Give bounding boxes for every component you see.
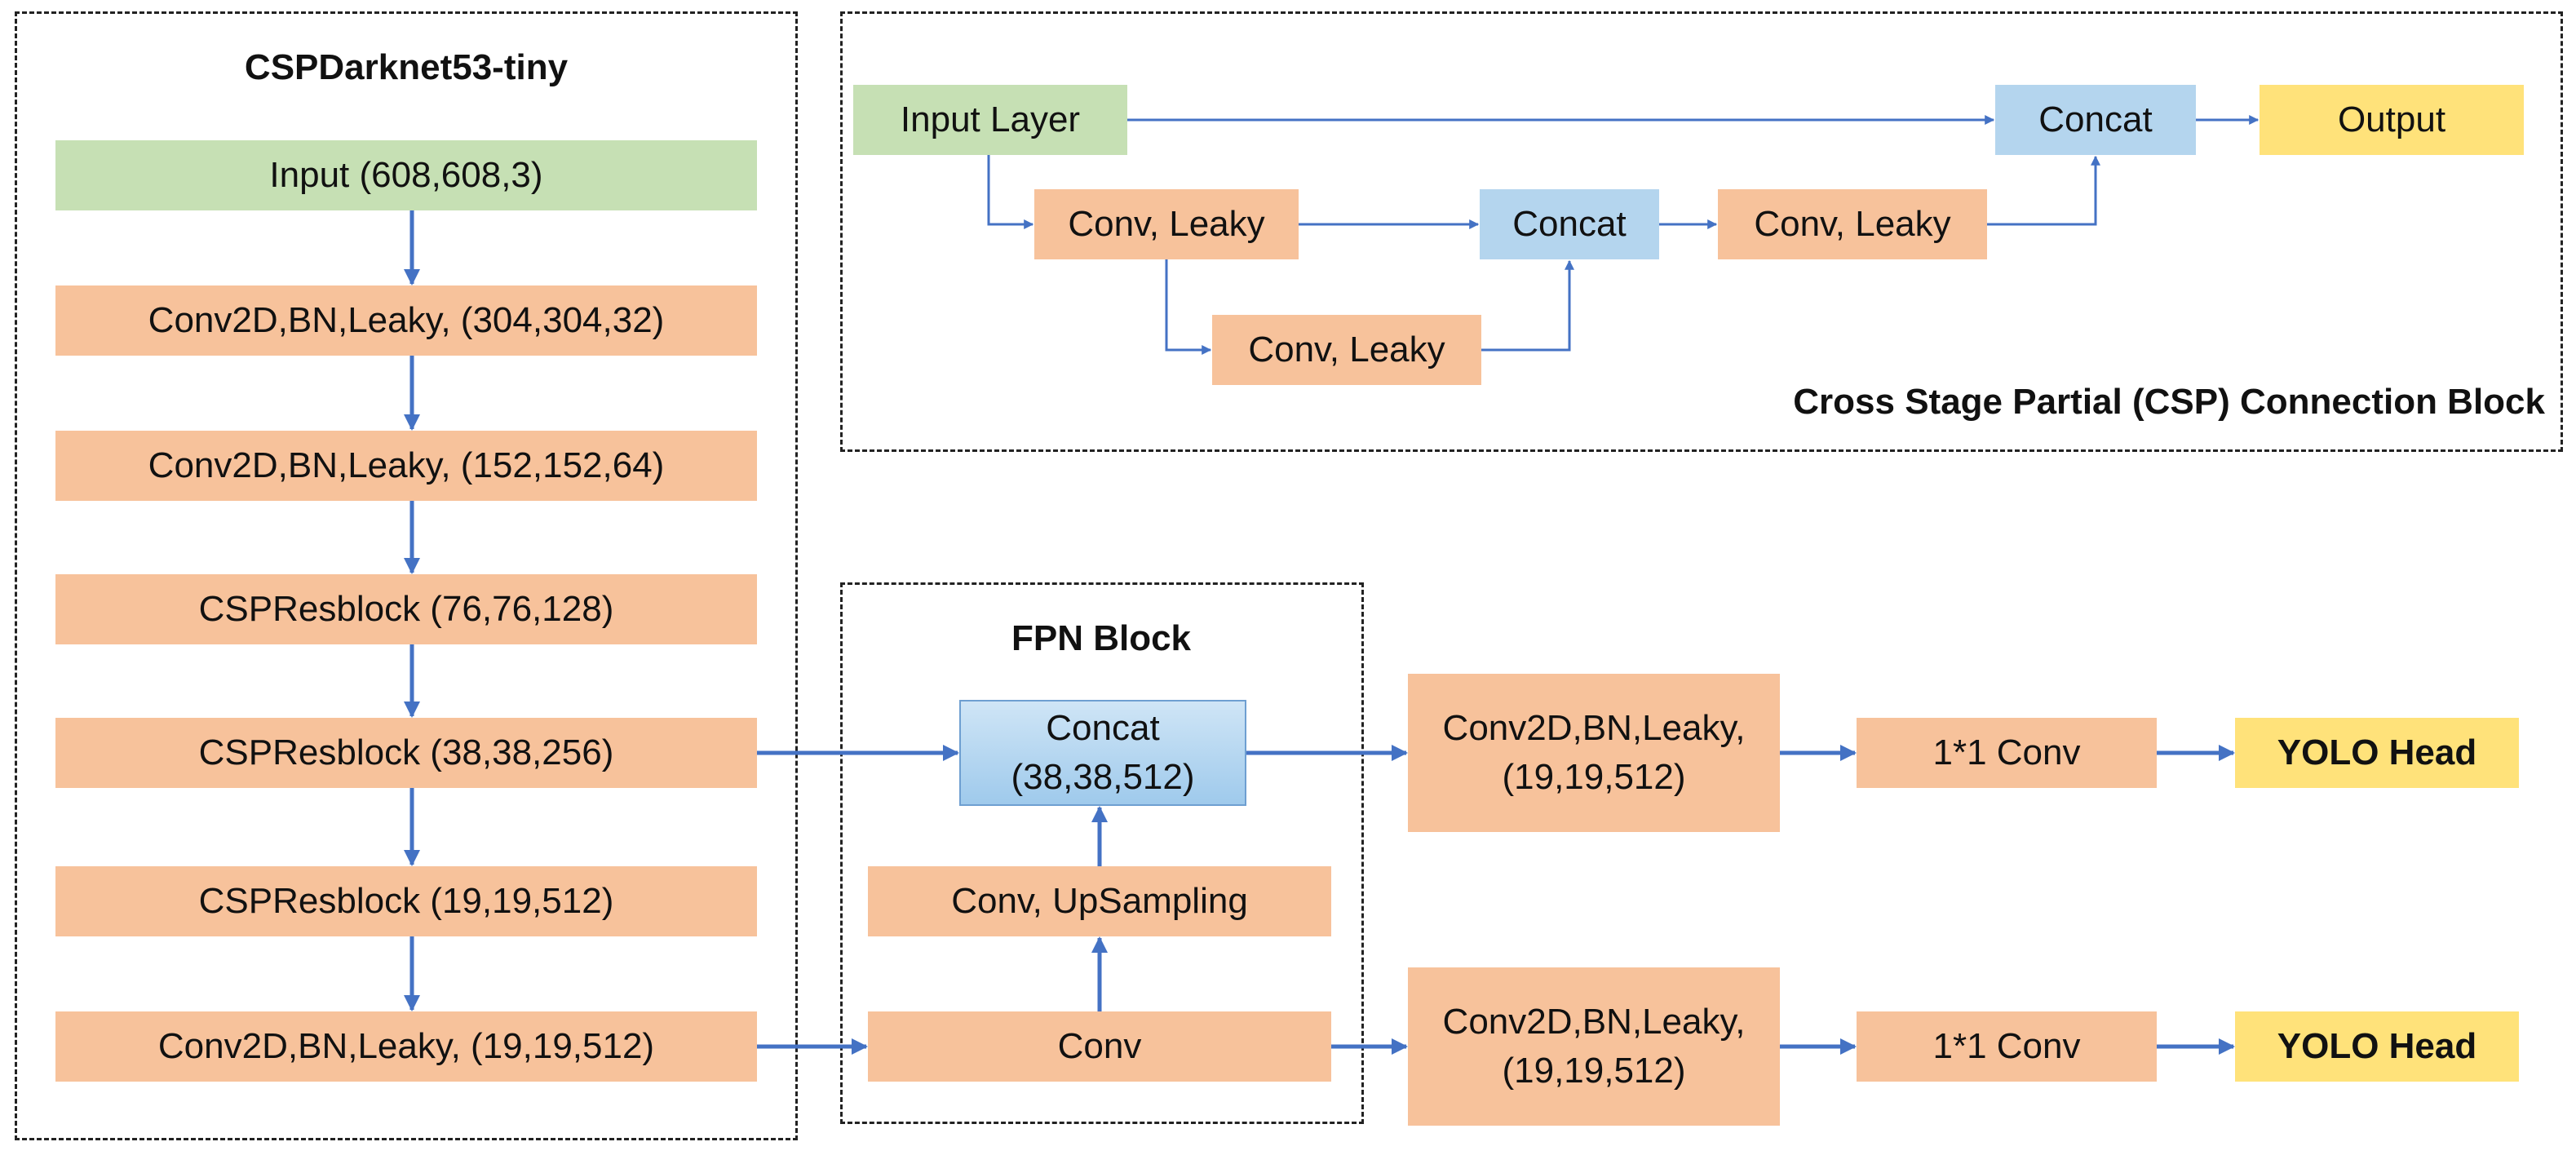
csp-output: Output bbox=[2260, 85, 2524, 155]
csp-block-frame bbox=[840, 11, 2563, 452]
backbone-title: CSPDarknet53-tiny bbox=[244, 47, 569, 87]
backbone-frame bbox=[15, 11, 798, 1140]
head-top-conv-label: Conv2D,BN,Leaky, bbox=[1442, 708, 1746, 748]
head-bottom-conv: Conv2D,BN,Leaky, (19,19,512) bbox=[1408, 967, 1780, 1126]
csp-concat-top: Concat bbox=[1995, 85, 2196, 155]
head-bottom-conv-shape: (19,19,512) bbox=[1502, 1051, 1686, 1091]
yolo-head-bottom: YOLO Head bbox=[2235, 1011, 2519, 1082]
head-top-conv: Conv2D,BN,Leaky, (19,19,512) bbox=[1408, 674, 1780, 832]
csp-concat-mid: Concat bbox=[1480, 189, 1659, 259]
conv-bn-leaky-304: Conv2D,BN,Leaky, (304,304,32) bbox=[55, 285, 757, 356]
arrow-conv2-to-concat-mid bbox=[1481, 259, 1574, 352]
conv-bn-leaky-19: Conv2D,BN,Leaky, (19,19,512) bbox=[55, 1011, 757, 1082]
input-layer: Input (608,608,3) bbox=[55, 140, 757, 210]
fpn-concat-shape: (38,38,512) bbox=[1011, 757, 1195, 797]
fpn-conv-upsampling: Conv, UpSampling bbox=[868, 866, 1331, 936]
head-bottom-1x1-conv: 1*1 Conv bbox=[1857, 1011, 2157, 1082]
cspresblock-76: CSPResblock (76,76,128) bbox=[55, 574, 757, 644]
fpn-conv: Conv bbox=[868, 1011, 1331, 1082]
yolo-head-top: YOLO Head bbox=[2235, 718, 2519, 788]
conv-bn-leaky-152: Conv2D,BN,Leaky, (152,152,64) bbox=[55, 431, 757, 501]
csp-conv-leaky-1: Conv, Leaky bbox=[1034, 189, 1299, 259]
head-bottom-conv-label: Conv2D,BN,Leaky, bbox=[1442, 1002, 1746, 1042]
fpn-block-title: FPN Block bbox=[1011, 618, 1192, 658]
fpn-concat-label: Concat bbox=[1046, 708, 1160, 748]
head-top-conv-shape: (19,19,512) bbox=[1502, 757, 1686, 797]
csp-input-layer: Input Layer bbox=[853, 85, 1127, 155]
arrow-conv1-to-conv2 bbox=[1165, 259, 1212, 355]
cspresblock-19: CSPResblock (19,19,512) bbox=[55, 866, 757, 936]
csp-block-title: Cross Stage Partial (CSP) Connection Blo… bbox=[1793, 382, 2545, 422]
fpn-concat: Concat (38,38,512) bbox=[959, 700, 1246, 806]
arrow-conv3-to-concat-top bbox=[1987, 155, 2100, 226]
arrow-csp-input-to-conv1 bbox=[987, 155, 1034, 229]
cspresblock-38: CSPResblock (38,38,256) bbox=[55, 718, 757, 788]
csp-conv-leaky-3: Conv, Leaky bbox=[1718, 189, 1987, 259]
csp-conv-leaky-2: Conv, Leaky bbox=[1212, 315, 1481, 385]
fpn-block-frame bbox=[840, 582, 1364, 1124]
head-top-1x1-conv: 1*1 Conv bbox=[1857, 718, 2157, 788]
